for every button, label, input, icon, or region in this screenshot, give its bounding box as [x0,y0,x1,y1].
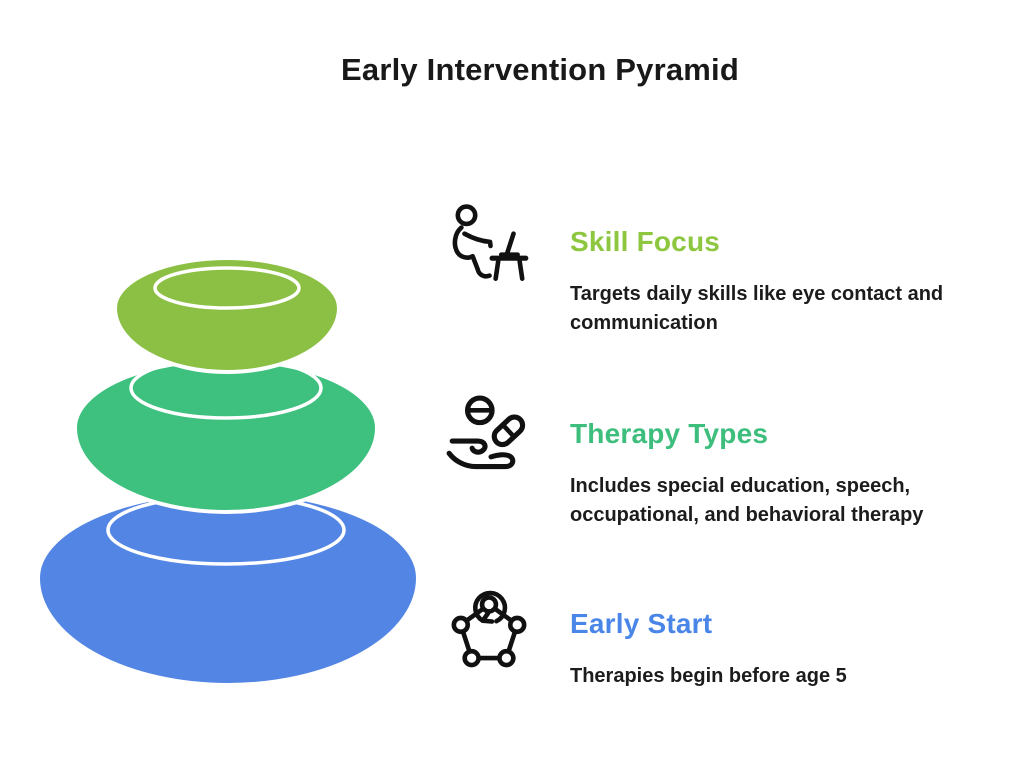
pyramid-top-ring [153,266,301,310]
section-body: Therapies begin before age 5 [570,665,847,687]
section-heading: Early Start [570,608,713,639]
pyramid-graphic [35,256,421,687]
section-heading: Therapy Types [570,418,769,449]
hand-with-pills-icon [443,394,535,486]
page-title: Early Intervention Pyramid [341,52,739,87]
pentagon-cycle-icon [443,584,535,676]
pyramid-top-layer [112,256,342,374]
section-body: Targets daily skills like eye contact an… [570,283,944,334]
person-at-desk-icon [443,202,535,294]
section-body: Includes special education, speech, occu… [570,475,924,526]
section-heading: Skill Focus [570,226,721,257]
pyramid-bottom-layer [35,490,421,687]
pyramid-middle-layer [72,358,380,514]
